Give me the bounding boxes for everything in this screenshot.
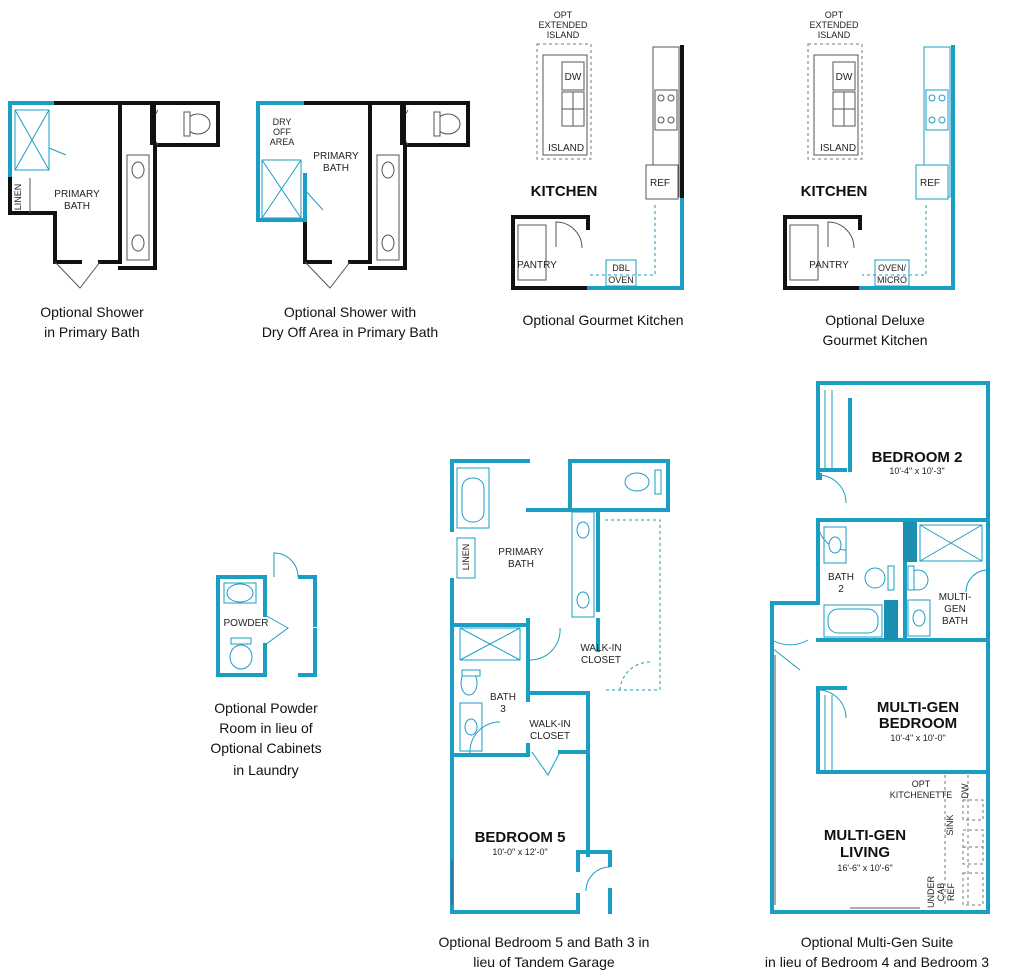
plan-optional-shower: LINEN PRIMARY BATH Optional Shower in Pr…: [8, 101, 220, 340]
plan1-caption-1: Optional Shower: [40, 304, 144, 320]
plan7-chase-1: [903, 522, 917, 562]
plan7-mgbath-label-3: BATH: [942, 616, 968, 627]
plan5-caption-4: in Laundry: [233, 762, 298, 778]
plan6-walkin2-label-2: CLOSET: [530, 731, 570, 742]
plan3-dw-label: DW: [565, 72, 582, 83]
plan7-mgbath-label-2: GEN: [944, 604, 966, 615]
plan1-caption-2: in Primary Bath: [44, 324, 140, 340]
plan-gourmet-kitchen: OPT EXTENDED ISLAND DW ISLAND KITCHEN RE…: [511, 10, 684, 328]
plan7-chase-2: [884, 600, 898, 640]
plan4-caption-1: Optional Deluxe: [825, 312, 925, 328]
plan-shower-dry-off: DRY OFF AREA PRIMARY BATH Optional Showe…: [256, 101, 470, 340]
plan6-primary-label-1: PRIMARY: [498, 547, 544, 558]
plan-deluxe-kitchen: OPT EXTENDED ISLAND DW ISLAND KITCHEN RE…: [783, 10, 955, 348]
plan4-oven-label-2: MICRO: [877, 275, 907, 285]
plan-multi-gen-suite: BEDROOM 2 10'-4" x 10'-3" BATH 2 MULTI- …: [765, 381, 990, 970]
plan7-bath2-label-1: BATH: [828, 572, 854, 583]
plan3-ref-label: REF: [650, 178, 670, 189]
plan6-walkin1-label-2: CLOSET: [581, 655, 621, 666]
plan2-room-label-2: BATH: [323, 163, 349, 174]
plan7-undercab-label-2: CAB: [936, 883, 946, 902]
plan1-linen-label: LINEN: [13, 184, 23, 211]
plan7-kitchenette-label-2: KITCHENETTE: [890, 790, 953, 800]
plan3-pantry-label: PANTRY: [517, 260, 557, 271]
plan6-bath3-label-1: BATH: [490, 692, 516, 703]
plan2-caption-2: Dry Off Area in Primary Bath: [262, 324, 438, 340]
plan7-mgbed-label-2: BEDROOM: [879, 715, 957, 732]
plan7-bath2-label-2: 2: [838, 584, 844, 595]
plan3-opt-label-3: ISLAND: [547, 30, 580, 40]
plan3-caption-1: Optional Gourmet Kitchen: [522, 312, 683, 328]
plan2-dry-label-3: AREA: [270, 137, 295, 147]
plan-powder-room: POWDER Optional Powder Room in lieu of O…: [210, 552, 322, 778]
plan7-bedroom2-label: BEDROOM 2: [872, 449, 963, 466]
plan3-kitchen-label: KITCHEN: [531, 183, 598, 200]
plan5-powder-label: POWDER: [224, 618, 269, 629]
plan4-ref-label: REF: [920, 178, 940, 189]
plan7-kitchenette-label-1: OPT: [912, 779, 931, 789]
plan3-opt-label-2: EXTENDED: [538, 20, 588, 30]
plan4-opt-label-1: OPT: [825, 10, 844, 20]
plan6-linen-label: LINEN: [461, 544, 471, 571]
plan7-caption-2: in lieu of Bedroom 4 and Bedroom 3: [765, 954, 989, 970]
plan7-caption-1: Optional Multi-Gen Suite: [801, 934, 954, 950]
plan6-primary-label-2: BATH: [508, 559, 534, 570]
plan4-oven-label-1: OVEN/: [878, 263, 907, 273]
plan3-opt-label-1: OPT: [554, 10, 573, 20]
plan7-mgliving-label-2: LIVING: [840, 844, 890, 861]
plan6-caption-2: lieu of Tandem Garage: [473, 954, 615, 970]
plan7-sink-label: SINK: [945, 814, 955, 835]
plan4-dw-label: DW: [836, 72, 853, 83]
plan2-caption-1: Optional Shower with: [284, 304, 416, 320]
plan2-room-label: PRIMARY: [313, 151, 359, 162]
plan7-mgbed-label-1: MULTI-GEN: [877, 699, 959, 716]
plan4-kitchen-label: KITCHEN: [801, 183, 868, 200]
plan5-caption-2: Room in lieu of: [219, 720, 312, 736]
plan7-mgliving-dim: 16'-6" x 10'-6": [837, 863, 892, 873]
plan4-caption-2: Gourmet Kitchen: [822, 332, 927, 348]
plan6-bath3-label-2: 3: [500, 704, 506, 715]
plan6-bedroom-dim: 10'-0" x 12'-0": [492, 847, 547, 857]
plan6-walkin2-label-1: WALK-IN: [529, 719, 570, 730]
plan1-room-label-2: BATH: [64, 201, 90, 212]
plan1-room-label: PRIMARY: [54, 189, 100, 200]
plan4-island-label: ISLAND: [820, 143, 856, 154]
plan7-bedroom2-dim: 10'-4" x 10'-3": [889, 466, 944, 476]
plan7-undercab-label-1: UNDER: [926, 876, 936, 909]
plan3-oven-label-1: DBL: [612, 263, 630, 273]
plan3-island-label: ISLAND: [548, 143, 584, 154]
plan2-dry-label-1: DRY: [273, 117, 292, 127]
plan2-dry-label-2: OFF: [273, 127, 291, 137]
plan7-mgbath-label-1: MULTI-: [939, 592, 972, 603]
plan5-caption-3: Optional Cabinets: [210, 740, 321, 756]
plan-bedroom-5: LINEN PRIMARY BATH WALK-IN CLOSET BATH 3…: [439, 459, 670, 970]
plan6-bedroom-label: BEDROOM 5: [475, 829, 566, 846]
plan7-mgliving-label-1: MULTI-GEN: [824, 827, 906, 844]
plan7-mgbed-dim: 10'-4" x 10'-0": [890, 733, 945, 743]
plan7-undercab-label-3: REF: [946, 882, 956, 901]
plan4-pantry-label: PANTRY: [809, 260, 849, 271]
plan4-opt-label-3: ISLAND: [818, 30, 851, 40]
plan5-caption-1: Optional Powder: [214, 700, 318, 716]
plan4-opt-label-2: EXTENDED: [809, 20, 859, 30]
plan3-oven-label-2: OVEN: [608, 275, 634, 285]
plan7-dw-label: DW: [960, 783, 970, 798]
plan6-caption-1: Optional Bedroom 5 and Bath 3 in: [439, 934, 650, 950]
plan6-walkin1-label-1: WALK-IN: [580, 643, 621, 654]
